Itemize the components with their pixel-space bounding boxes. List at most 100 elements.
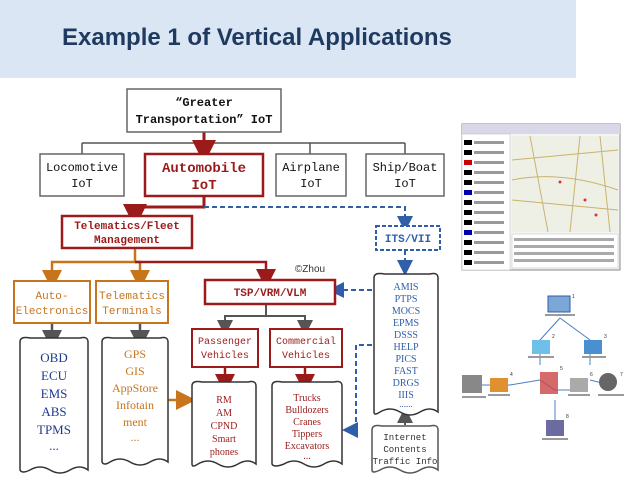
tpms-item: TPMS	[37, 422, 71, 437]
root-connectors	[81, 132, 406, 164]
am-item: AM	[216, 408, 232, 419]
help-item: HELP	[394, 342, 419, 353]
its-connector	[204, 206, 413, 232]
its-ellipsis: ......	[399, 399, 413, 409]
title-banner	[0, 0, 576, 78]
amis-item: AMIS	[393, 282, 418, 293]
its-vii-box: ITS/VII	[375, 225, 441, 251]
airplane-line-2: IoT	[300, 177, 322, 191]
bulldozers-item: Bulldozers	[285, 405, 328, 416]
ecu-item: ECU	[41, 368, 68, 383]
root-box: “Greater Transportation” IoT	[126, 88, 282, 133]
flow-graphic: 1 2 3 4 5 6 7 8	[462, 294, 624, 440]
gis-item: GIS	[125, 364, 144, 378]
its-list-feedback	[328, 250, 413, 438]
svg-text:2: 2	[552, 334, 555, 340]
automobile-box: Automobile IoT	[143, 152, 265, 198]
passenger-line-2: Vehicles	[201, 350, 249, 362]
svg-text:4: 4	[510, 372, 513, 378]
auto-electronics-line-1: Auto-	[35, 291, 68, 303]
its-label: ITS/VII	[385, 234, 431, 246]
internet-line-2: Contents	[383, 445, 426, 455]
obd-ellipsis: ...	[49, 438, 59, 453]
gps-list-box: GPS GIS AppStore Infotain ment ...	[101, 336, 169, 466]
commercial-vehicles-box: Commercial Vehicles	[269, 328, 343, 368]
auto-electronics-line-2: Electronics	[16, 306, 89, 318]
internet-contents-box: Internet Contents Traffic Info	[371, 424, 439, 474]
ment-item: ment	[123, 415, 148, 429]
telematics-fleet-box: Telematics/Fleet Management	[60, 214, 194, 250]
infotain-item: Infotain	[116, 398, 154, 412]
telematics-terminals-line-1: Telematics	[99, 291, 165, 303]
its-list-box: AMIS PTPS MOCS EPMS DSSS HELP PICS FAST …	[373, 272, 439, 416]
map-roads	[511, 135, 619, 233]
telematics-line-1: Telematics/Fleet	[74, 221, 180, 233]
shipboat-line-2: IoT	[394, 177, 416, 191]
epms-item: EPMS	[393, 318, 419, 329]
smart-item: Smart	[212, 434, 236, 445]
shipboat-line-1: Ship/Boat	[373, 161, 438, 175]
telematics-connectors	[42, 248, 276, 290]
svg-text:3: 3	[604, 334, 607, 340]
fast-item: FAST	[394, 366, 418, 377]
appstore-item: AppStore	[112, 381, 158, 395]
svg-text:1: 1	[572, 294, 575, 300]
svg-text:6: 6	[590, 372, 593, 378]
flow-links	[480, 317, 612, 420]
abs-item: ABS	[41, 404, 66, 419]
automobile-connectors	[123, 196, 206, 228]
commercial-list-box: Trucks Bulldozers Cranes Tippers Excavat…	[271, 380, 343, 468]
credit-label: ©Zhou	[295, 264, 325, 275]
telematics-line-2: Management	[94, 235, 160, 247]
telematics-terminals-line-2: Terminals	[102, 306, 161, 318]
telematics-terminals-box: Telematics Terminals	[95, 280, 169, 324]
drgs-item: DRGS	[393, 378, 420, 389]
svg-text:5: 5	[560, 366, 563, 372]
slide-title: Example 1 of Vertical Applications	[62, 24, 452, 51]
flow-step-numbers: 1 2 3 4 5 6 7 8	[510, 294, 623, 420]
list-connectors	[42, 324, 315, 410]
tippers-item: Tippers	[292, 429, 322, 440]
svg-text:7: 7	[620, 372, 623, 378]
tsp-connectors	[217, 304, 313, 336]
passenger-line-1: Passenger	[198, 337, 252, 348]
rm-item: RM	[216, 395, 232, 406]
passenger-vehicles-box: Passenger Vehicles	[191, 328, 259, 368]
trucks-item: Trucks	[293, 393, 321, 404]
automobile-line-1: Automobile	[162, 161, 246, 177]
phones-item: phones	[210, 447, 238, 458]
tsp-label: TSP/VRM/VLM	[234, 288, 307, 300]
obd-item: OBD	[40, 350, 67, 365]
map-table-rows	[514, 238, 614, 262]
root-line-1: “Greater	[175, 96, 233, 110]
internet-line-3: Traffic Info	[373, 457, 438, 467]
ems-item: EMS	[41, 386, 68, 401]
root-line-2: Transportation” IoT	[136, 113, 273, 127]
locomotive-line-2: IoT	[71, 177, 93, 191]
tsp-box: TSP/VRM/VLM	[203, 278, 337, 306]
map-screenshot-thumbnail	[461, 123, 621, 271]
commercial-line-2: Vehicles	[282, 350, 330, 362]
shipboat-box: Ship/Boat IoT	[365, 153, 445, 197]
locomotive-line-1: Locomotive	[46, 161, 118, 175]
commercial-ellipsis: ...	[303, 451, 311, 462]
gps-item: GPS	[124, 347, 146, 361]
map-markers	[558, 180, 598, 217]
gps-ellipsis: ...	[131, 430, 140, 444]
iiis-item: IIIS	[398, 390, 414, 401]
flow-nodes	[462, 295, 617, 436]
automobile-line-2: IoT	[191, 178, 216, 194]
excavators-item: Excavators	[285, 441, 330, 452]
commercial-line-1: Commercial	[276, 336, 336, 348]
passenger-list-box: RM AM CPND Smart phones	[191, 380, 257, 468]
svg-text:8: 8	[566, 414, 569, 420]
dsss-item: DSSS	[394, 330, 418, 341]
airplane-line-1: Airplane	[282, 161, 340, 175]
mocs-item: MOCS	[392, 306, 420, 317]
pics-item: PICS	[395, 354, 416, 365]
flow-caption-marks	[462, 314, 624, 440]
obd-list-box: OBD ECU EMS ABS TPMS ...	[19, 336, 89, 474]
ptps-item: PTPS	[395, 294, 418, 305]
locomotive-box: Locomotive IoT	[39, 153, 125, 197]
